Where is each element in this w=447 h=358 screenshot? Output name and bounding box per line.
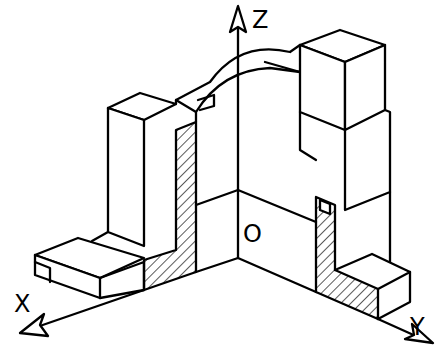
axis-label: X: [14, 292, 30, 316]
axis-label: Y: [410, 315, 425, 339]
axis-label: Z: [252, 8, 268, 32]
origin-label: O: [243, 222, 262, 246]
